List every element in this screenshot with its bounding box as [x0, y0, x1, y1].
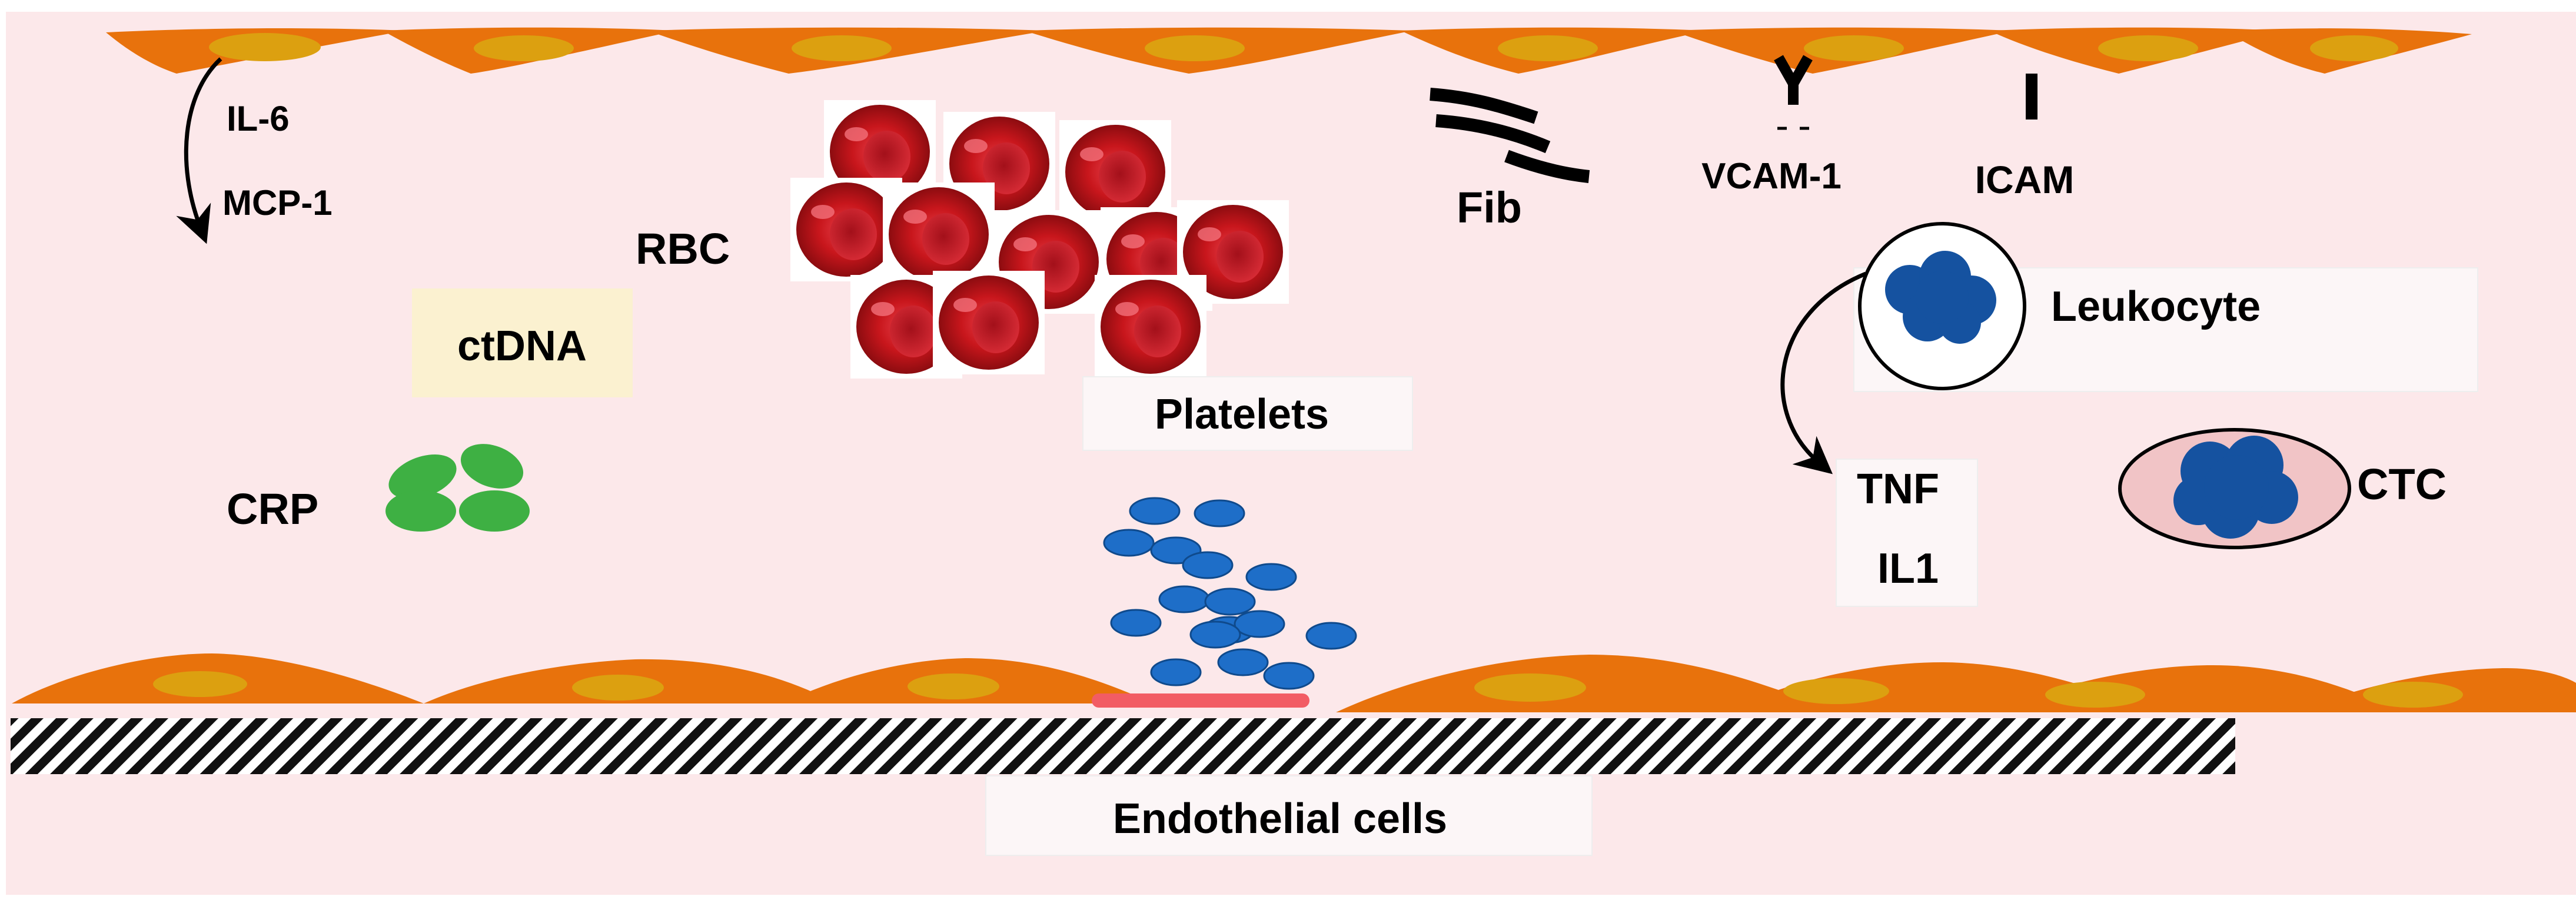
- endothelial-nucleus: [908, 673, 999, 699]
- red-blood-cell: [1095, 275, 1206, 379]
- rbc-cluster: [790, 100, 1289, 379]
- endothelial-nucleus: [2045, 682, 2145, 708]
- label-tnf: TNF: [1857, 466, 1939, 513]
- leukocyte-nucleus: [1885, 251, 1996, 344]
- endothelial-nucleus: [474, 35, 574, 61]
- label-fib: Fib: [1457, 183, 1522, 232]
- label-ctdna: ctDNA: [457, 323, 587, 370]
- label-crp: CRP: [227, 484, 318, 533]
- y-shaped-receptor-icon: [1774, 55, 1813, 105]
- platelet: [1245, 563, 1297, 591]
- label-il6: IL-6: [227, 99, 290, 138]
- platelet: [1234, 610, 1285, 638]
- endothelial-nucleus: [1474, 673, 1586, 702]
- endothelial-nucleus: [1498, 35, 1598, 61]
- red-blood-cell: [824, 100, 936, 204]
- endothelial-nucleus: [572, 675, 664, 701]
- platelets-label-box: [1082, 376, 1413, 451]
- bar-receptor-icon: [2026, 74, 2037, 120]
- platelet: [1182, 551, 1234, 579]
- label-icam: ICAM: [1975, 158, 2075, 201]
- platelet: [1129, 497, 1181, 525]
- red-blood-cell: [933, 271, 1045, 374]
- platelet-aggregate: [1103, 497, 1357, 690]
- red-blood-cell: [883, 182, 995, 286]
- label-rbc: RBC: [636, 224, 730, 273]
- endothelial-nucleus: [209, 33, 321, 61]
- bottom-endothelial-cell: [1336, 655, 1836, 712]
- endothelial-nucleus: [1145, 35, 1245, 61]
- basement-membrane: [11, 718, 2235, 774]
- endothelial-nucleus: [1804, 35, 1904, 61]
- platelet: [1263, 662, 1315, 690]
- crp-molecule: [385, 444, 530, 532]
- label-il1: IL1: [1877, 545, 1939, 592]
- platelet: [1305, 622, 1357, 650]
- endothelial-label-box: [985, 775, 1593, 856]
- label-vcam1: VCAM-1: [1701, 156, 1842, 197]
- ctc-nucleus: [2173, 436, 2298, 539]
- platelet: [1110, 609, 1162, 637]
- top-endothelial-layer: [106, 27, 2472, 74]
- injury-site: [1092, 693, 1309, 708]
- bottom-endothelial-layer: [12, 653, 2576, 712]
- endothelial-nucleus: [792, 35, 892, 61]
- red-blood-cell: [1059, 120, 1171, 224]
- label-leukocyte: Leukocyte: [2051, 283, 2261, 330]
- cytokine-secretion-arrow: [176, 57, 222, 244]
- endothelial-nucleus: [2310, 35, 2398, 61]
- label-endothelial-cells: Endothelial cells: [1113, 795, 1447, 842]
- platelet: [1194, 499, 1245, 527]
- platelet: [1217, 648, 1269, 676]
- platelet: [1150, 658, 1202, 686]
- endothelial-nucleus: [2363, 682, 2463, 708]
- endothelial-nucleus: [2098, 35, 2198, 61]
- label-mcp1: MCP-1: [222, 183, 333, 223]
- endothelial-nucleus: [1783, 678, 1889, 704]
- platelet: [1189, 620, 1241, 649]
- cytokine-release-arrow: [1780, 271, 1867, 474]
- label-platelets: Platelets: [1155, 391, 1329, 438]
- fibrin-strand-icon: [1430, 88, 1590, 183]
- label-ctc: CTC: [2357, 460, 2447, 509]
- platelet: [1103, 529, 1155, 557]
- ctdna-box: [412, 288, 633, 397]
- platelet: [1204, 588, 1256, 616]
- platelet: [1158, 585, 1210, 613]
- tnf-il1-label-box: [1836, 459, 1978, 607]
- endothelial-nucleus: [153, 671, 247, 697]
